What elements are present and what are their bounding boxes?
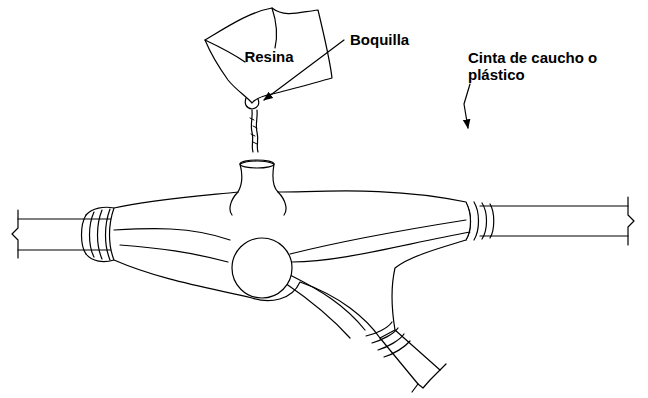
callout-label: Cinta de caucho o plástico [468, 49, 598, 83]
part-label: Resina [234, 48, 304, 65]
callout-label: Boquilla [350, 31, 440, 48]
